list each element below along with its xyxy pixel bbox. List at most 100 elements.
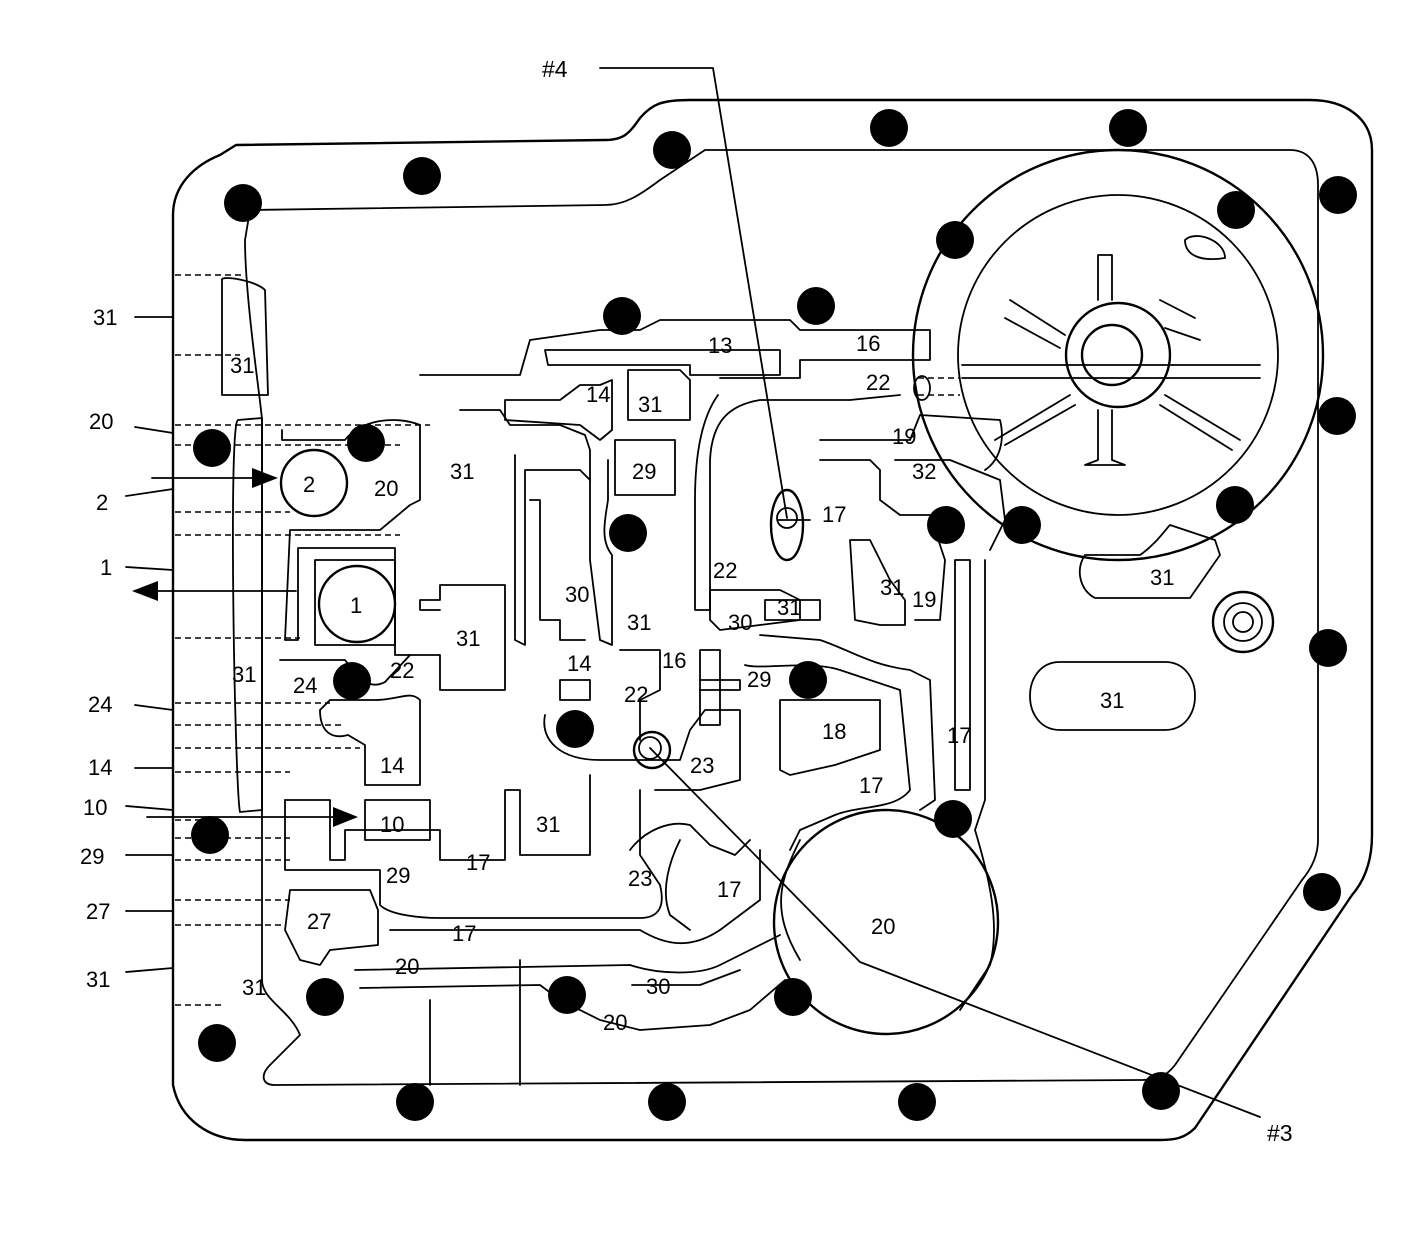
- passage-label-p14-box: 14: [380, 753, 404, 778]
- passage-label-p22-c: 22: [390, 658, 414, 683]
- bolt-hole-18: [333, 662, 371, 700]
- left-port-label: 24: [88, 692, 112, 717]
- bolt-hole-27: [774, 978, 812, 1016]
- internal-passages: [221, 277, 1275, 1086]
- passage-label-p31-box: 31: [1150, 565, 1174, 590]
- passage-label-p32: 32: [912, 459, 936, 484]
- passage-label-p17-d: 17: [466, 850, 490, 875]
- passage-label-p22-b: 22: [713, 558, 737, 583]
- passage-label-p30-c: 30: [646, 974, 670, 999]
- bolt-hole-4: [870, 109, 908, 147]
- passage-label-p31-j: 31: [242, 975, 266, 1000]
- passage-label-p14-b: 14: [567, 651, 591, 676]
- bolt-hole-31: [898, 1083, 936, 1121]
- bolt-hole-32: [1142, 1072, 1180, 1110]
- left-port-label: 20: [89, 409, 113, 434]
- bolt-hole-10: [797, 287, 835, 325]
- passage-label-p17-e: 17: [717, 877, 741, 902]
- passage-label-p19-a: 19: [892, 424, 916, 449]
- passage-label-p22-d: 22: [624, 682, 648, 707]
- passage-label-p31-i: 31: [536, 812, 560, 837]
- passage-label-p29-a: 29: [632, 459, 656, 484]
- passage-label-p22-top: 22: [866, 370, 890, 395]
- passage-label-p17-f: 17: [452, 921, 476, 946]
- passage-label-p17-a: 17: [822, 502, 846, 527]
- callout-labels: #4 #3: [542, 56, 1293, 1146]
- passage-label-p20-b: 20: [395, 954, 419, 979]
- passage-label-p16-b: 16: [662, 648, 686, 673]
- passage-label-p31-oval: 31: [1100, 688, 1124, 713]
- passage-labels: 13 16 22 14 31 29 31 19 32 17 31 2 20 31 1 31 30 31 22 31 30…: [230, 331, 1174, 1035]
- bolt-hole-11: [1318, 397, 1356, 435]
- check-balls: [632, 375, 931, 770]
- callout-check-ball-3: #3: [1267, 1120, 1293, 1146]
- bolt-hole-6: [1319, 176, 1357, 214]
- passage-label-p20-c: 20: [603, 1010, 627, 1035]
- bolt-holes: [191, 109, 1357, 1121]
- bolt-hole-5: [1109, 109, 1147, 147]
- passage-label-p30-b: 30: [728, 610, 752, 635]
- bolt-hole-13: [347, 424, 385, 462]
- bolt-hole-24: [1303, 873, 1341, 911]
- passage-label-p17-c: 17: [859, 773, 883, 798]
- bolt-hole-3: [653, 131, 691, 169]
- passage-label-p19-b: 19: [912, 587, 936, 612]
- callout-leaders: [599, 67, 1261, 1118]
- passage-label-p31-c: 31: [450, 459, 474, 484]
- passage-label-p2: 2: [303, 472, 315, 497]
- bolt-hole-2: [403, 157, 441, 195]
- passage-label-p1: 1: [350, 593, 362, 618]
- check-ball-3: [632, 730, 672, 770]
- passage-label-p31-a: 31: [638, 392, 662, 417]
- passage-label-p14-top: 14: [586, 382, 610, 407]
- passage-label-p31-g: 31: [777, 595, 801, 620]
- left-port-label: 2: [96, 490, 108, 515]
- passage-label-p16-top: 16: [856, 331, 880, 356]
- passage-label-p27: 27: [307, 909, 331, 934]
- passage-label-p20-a: 20: [374, 476, 398, 501]
- passage-label-p31-h: 31: [232, 662, 256, 687]
- bolt-hole-23: [191, 816, 229, 854]
- bolt-hole-7: [936, 221, 974, 259]
- passage-label-p30-a: 30: [565, 582, 589, 607]
- left-port-label: 1: [100, 555, 112, 580]
- passage-label-p23-a: 23: [690, 753, 714, 778]
- passage-label-p31-d: 31: [880, 575, 904, 600]
- outer-housing-outline: [171, 98, 1374, 1142]
- bolt-hole-16: [927, 506, 965, 544]
- left-port-label: 27: [86, 899, 110, 924]
- passage-label-p31-e: 31: [627, 610, 651, 635]
- bolt-hole-21: [556, 710, 594, 748]
- passage-label-p31-b: 31: [230, 353, 254, 378]
- pump-assembly: [911, 148, 1325, 562]
- check-ball-4: [769, 488, 811, 562]
- bolt-hole-9: [603, 297, 641, 335]
- bolt-hole-8: [1217, 191, 1255, 229]
- callout-check-ball-4: #4: [542, 56, 568, 82]
- dashed-reference-lines: [175, 274, 960, 1006]
- passage-label-p31-f: 31: [456, 626, 480, 651]
- passage-label-p10: 10: [380, 812, 404, 837]
- bolt-hole-12: [193, 429, 231, 467]
- passage-label-p24: 24: [293, 673, 317, 698]
- bolt-hole-14: [1216, 486, 1254, 524]
- bolt-hole-29: [396, 1083, 434, 1121]
- bolt-hole-25: [306, 978, 344, 1016]
- left-leaders: [125, 316, 358, 973]
- valve-bores: [279, 448, 397, 644]
- passage-label-p29-b: 29: [747, 667, 771, 692]
- left-port-label: 10: [83, 795, 107, 820]
- passage-label-p18: 18: [822, 719, 846, 744]
- bolt-hole-1: [224, 184, 262, 222]
- passage-label-p17-b: 17: [947, 723, 971, 748]
- left-port-label: 14: [88, 755, 112, 780]
- passage-label-p23-b: 23: [628, 866, 652, 891]
- passage-label-p29-c: 29: [386, 863, 410, 888]
- passage-label-p13: 13: [708, 333, 732, 358]
- bolt-hole-15: [1003, 506, 1041, 544]
- passage-label-p20-big: 20: [871, 914, 895, 939]
- left-port-label: 31: [93, 305, 117, 330]
- bolt-hole-19: [1309, 629, 1347, 667]
